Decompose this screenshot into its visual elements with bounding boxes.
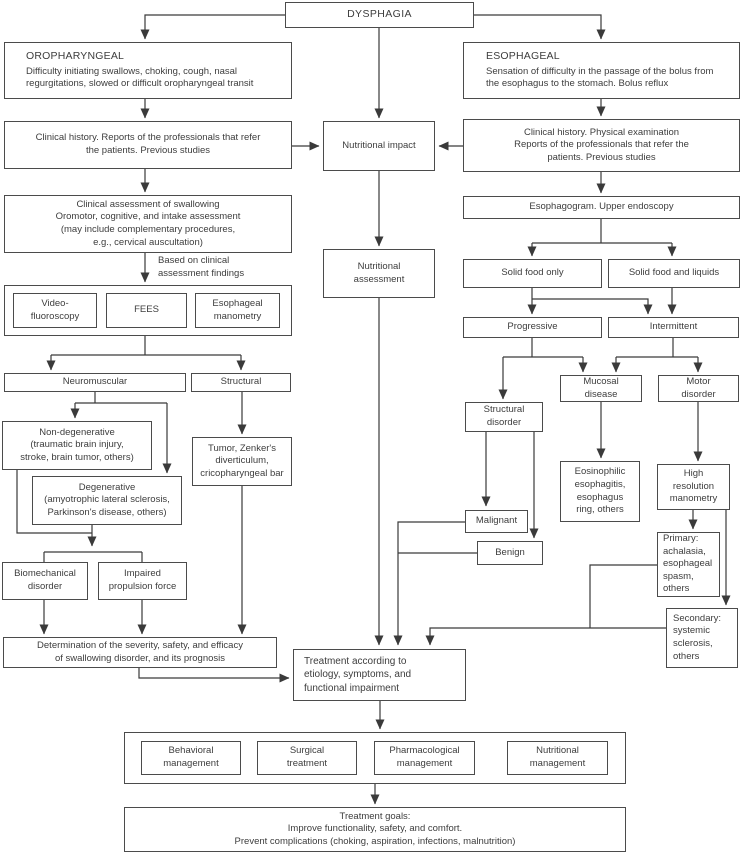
node-non-degenerative-label: Non-degenerative(traumatic brain injury,… bbox=[20, 426, 134, 463]
node-fees-label: FEES bbox=[134, 304, 159, 316]
node-malignant-label: Malignant bbox=[475, 515, 518, 527]
node-solid-food-only: Solid food only bbox=[463, 259, 602, 288]
node-solid-food-and-liquids-label: Solid food and liquids bbox=[628, 267, 720, 279]
node-determination-label: Determination of the severity, safety, a… bbox=[37, 639, 243, 664]
node-solid-food-only-label: Solid food only bbox=[501, 267, 564, 279]
node-degenerative-label: Degenerative(amyotrophic lateral scleros… bbox=[44, 481, 170, 518]
group-managements bbox=[124, 732, 626, 784]
node-videofluoroscopy-label: Video-fluoroscopy bbox=[30, 297, 80, 322]
node-progressive-label: Progressive bbox=[507, 321, 558, 333]
node-esophageal-title: ESOPHAGEAL bbox=[486, 50, 560, 63]
node-neuromuscular: Neuromuscular bbox=[4, 373, 186, 392]
group-instrumental-procedures bbox=[4, 285, 292, 336]
node-solid-food-and-liquids: Solid food and liquids bbox=[608, 259, 740, 288]
node-benign: Benign bbox=[477, 541, 543, 565]
node-nutritional-impact: Nutritional impact bbox=[323, 121, 435, 171]
node-intermittent: Intermittent bbox=[608, 317, 739, 338]
node-intermittent-label: Intermittent bbox=[649, 321, 698, 333]
node-benign-label: Benign bbox=[495, 546, 525, 558]
node-nutritional-impact-label: Nutritional impact bbox=[342, 139, 416, 151]
node-oropharyngeal-body: Difficulty initiating swallows, choking,… bbox=[26, 65, 254, 90]
node-determination: Determination of the severity, safety, a… bbox=[3, 637, 277, 668]
node-oropharyngeal-title: OROPHARYNGEAL bbox=[26, 50, 125, 63]
node-videofluoroscopy: Video-fluoroscopy bbox=[13, 293, 97, 328]
node-structural: Structural bbox=[191, 373, 291, 392]
node-clinical-history-left-label: Clinical history. Reports of the profess… bbox=[35, 132, 261, 156]
node-oropharyngeal: OROPHARYNGEAL Difficulty initiating swal… bbox=[4, 42, 292, 99]
node-treatment-goals-label: Treatment goals:Improve functionality, s… bbox=[234, 810, 516, 847]
node-dysphagia-label: DYSPHAGIA bbox=[347, 8, 412, 21]
node-structural-label: Structural bbox=[220, 376, 262, 388]
node-esophagogram: Esophagogram. Upper endoscopy bbox=[463, 196, 740, 219]
node-neuromuscular-label: Neuromuscular bbox=[62, 376, 128, 388]
node-esophageal: ESOPHAGEAL Sensation of difficulty in th… bbox=[463, 42, 740, 99]
node-esophagogram-label: Esophagogram. Upper endoscopy bbox=[529, 201, 674, 213]
node-non-degenerative: Non-degenerative(traumatic brain injury,… bbox=[2, 421, 152, 470]
node-dysphagia: DYSPHAGIA bbox=[285, 2, 474, 28]
node-malignant: Malignant bbox=[465, 510, 528, 533]
node-degenerative: Degenerative(amyotrophic lateral scleros… bbox=[32, 476, 182, 525]
node-treatment-goals: Treatment goals:Improve functionality, s… bbox=[124, 807, 626, 852]
node-esophageal-body: Sensation of difficulty in the passage o… bbox=[486, 65, 714, 90]
node-progressive: Progressive bbox=[463, 317, 602, 338]
node-clinical-history-left: Clinical history. Reports of the profess… bbox=[4, 121, 292, 169]
node-fees: FEES bbox=[106, 293, 187, 328]
